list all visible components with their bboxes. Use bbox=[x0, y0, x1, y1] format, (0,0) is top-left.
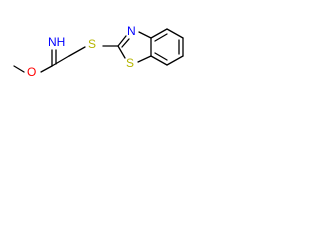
bond-ch2-s bbox=[68, 46, 86, 57]
bond-c4-c5 bbox=[166, 28, 184, 39]
atom-labels: NH O S N S bbox=[27, 24, 136, 79]
atom-ether-o: O bbox=[27, 65, 36, 79]
bond-methyl-o bbox=[13, 65, 25, 73]
structure-diagram: NH O S N S bbox=[13, 24, 184, 79]
bond-c7-c7a-inner bbox=[154, 52, 168, 61]
bond-n-c3a bbox=[138, 31, 152, 39]
atom-imine-nh: NH bbox=[48, 35, 65, 49]
atom-ring-n: N bbox=[127, 24, 136, 38]
bond-c6-c7 bbox=[166, 55, 184, 66]
bond-c3a-c4-inner bbox=[154, 33, 168, 42]
bond-c3a-c4 bbox=[150, 28, 168, 39]
bond-c2-n-double bbox=[121, 38, 130, 48]
atom-thioether-s: S bbox=[88, 37, 96, 51]
bond-o-carbon bbox=[40, 65, 53, 73]
bond-c2-s1 bbox=[117, 45, 126, 59]
bond-c2-n bbox=[117, 35, 127, 47]
bonds bbox=[13, 28, 184, 73]
bond-s1-c7a bbox=[137, 55, 152, 63]
bond-c7-c7a bbox=[150, 55, 168, 66]
bond-carbon-ch2 bbox=[51, 55, 70, 67]
atom-ring-s: S bbox=[126, 56, 134, 70]
